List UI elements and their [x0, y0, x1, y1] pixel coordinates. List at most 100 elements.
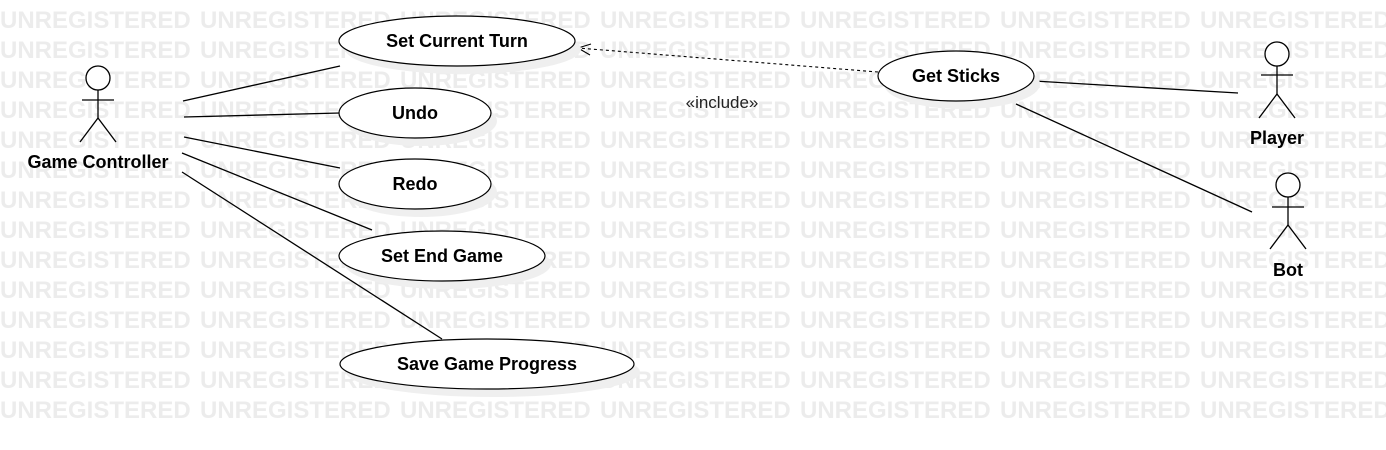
stick-figure-icon [79, 65, 117, 143]
use-case-label: Save Game Progress [397, 354, 577, 374]
watermark-text: UNREGISTERED [0, 157, 191, 184]
use-case-set-end-game[interactable]: Set End Game [338, 230, 551, 289]
watermark-text: UNREGISTERED [600, 7, 791, 34]
watermark-text: UNREGISTERED [800, 7, 991, 34]
watermark-text: UNREGISTERED [600, 277, 791, 304]
watermark-text: UNREGISTERED [600, 127, 791, 154]
watermark-text: UNREGISTERED [1000, 97, 1191, 124]
watermark-text: UNREGISTERED [0, 307, 191, 334]
watermark-text: UNREGISTERED [1000, 217, 1191, 244]
watermark-text: UNREGISTERED [1200, 97, 1386, 124]
actor-game-controller[interactable]: Game Controller [27, 65, 169, 172]
watermark-text: UNREGISTERED [1200, 67, 1386, 94]
watermark-text: UNREGISTERED [800, 397, 991, 424]
watermark-text: UNREGISTERED [400, 397, 591, 424]
watermark-text: UNREGISTERED [600, 187, 791, 214]
watermark-text: UNREGISTERED [200, 67, 391, 94]
watermark-text: UNREGISTERED [0, 97, 191, 124]
watermark-text: UNREGISTERED [0, 7, 191, 34]
use-case-save-game-progress[interactable]: Save Game Progress [339, 338, 640, 397]
watermark-text: UNREGISTERED [0, 37, 191, 64]
watermark-text: UNREGISTERED [1200, 7, 1386, 34]
use-case-label: Redo [393, 174, 438, 194]
association-bot-get-sticks [1015, 103, 1253, 213]
actor-label: Player [1250, 128, 1304, 148]
association-controller-save-game-progress [181, 171, 443, 340]
watermark-text: UNREGISTERED [200, 277, 391, 304]
watermark-text: UNREGISTERED [600, 247, 791, 274]
watermark-text: UNREGISTERED [1200, 397, 1386, 424]
association-controller-set-end-game [181, 152, 373, 231]
actor-player[interactable]: Player [1250, 41, 1304, 148]
watermark-text: UNREGISTERED [1000, 367, 1191, 394]
watermark-text: UNREGISTERED [1000, 157, 1191, 184]
watermark-text: UNREGISTERED [200, 307, 391, 334]
watermark-text: UNREGISTERED [0, 367, 191, 394]
watermark-text: UNREGISTERED [1000, 37, 1191, 64]
use-case-label: Set Current Turn [386, 31, 528, 51]
watermark-text: UNREGISTERED [600, 67, 791, 94]
association-controller-undo [183, 112, 341, 118]
watermark-text: UNREGISTERED [600, 97, 791, 124]
watermark-text: UNREGISTERED [1200, 247, 1386, 274]
watermark-text: UNREGISTERED [1000, 307, 1191, 334]
watermark-text: UNREGISTERED [800, 367, 991, 394]
use-case-label: Get Sticks [912, 66, 1000, 86]
watermark-text: UNREGISTERED [800, 337, 991, 364]
use-case-label: Undo [392, 103, 438, 123]
association-player-get-sticks [1033, 80, 1239, 94]
watermark-text: UNREGISTERED [200, 397, 391, 424]
use-case-undo[interactable]: Undo [338, 87, 497, 146]
watermark-text: UNREGISTERED [0, 187, 191, 214]
include-stereotype-label: «include» [686, 93, 759, 112]
watermark-text: UNREGISTERED [600, 397, 791, 424]
watermark-text: UNREGISTERED [800, 187, 991, 214]
watermark-text: UNREGISTERED [1200, 337, 1386, 364]
watermark-text: UNREGISTERED [1000, 397, 1191, 424]
watermark-text: UNREGISTERED [1200, 307, 1386, 334]
use-case-set-current-turn[interactable]: Set Current Turn [338, 15, 581, 74]
watermark-text: UNREGISTERED [600, 217, 791, 244]
watermark-text: UNREGISTERED [1000, 337, 1191, 364]
use-case-label: Set End Game [381, 246, 503, 266]
watermark-text: UNREGISTERED [0, 127, 191, 154]
stick-figure-icon [1269, 172, 1307, 250]
watermark-text: UNREGISTERED [1000, 7, 1191, 34]
watermark-text: UNREGISTERED [1200, 367, 1386, 394]
watermark-text: UNREGISTERED [0, 247, 191, 274]
association-controller-set-current-turn [182, 65, 341, 102]
watermark-layer: UNREGISTERED UNREGISTERED UNREGISTERED UNRE… [0, 7, 1386, 424]
watermark-text: UNREGISTERED [800, 217, 991, 244]
associations [181, 65, 1253, 340]
watermark-text: UNREGISTERED [800, 157, 991, 184]
watermark-text: UNREGISTERED [800, 307, 991, 334]
watermark-text: UNREGISTERED [0, 337, 191, 364]
include-relationship: «include» [576, 43, 879, 112]
watermark-text: UNREGISTERED [1200, 217, 1386, 244]
actor-bot[interactable]: Bot [1269, 172, 1307, 280]
watermark-text: UNREGISTERED [1000, 277, 1191, 304]
watermark-text: UNREGISTERED [800, 247, 991, 274]
use-case-get-sticks[interactable]: Get Sticks [877, 50, 1040, 109]
actor-label: Bot [1273, 260, 1303, 280]
watermark-text: UNREGISTERED [1000, 187, 1191, 214]
association-controller-redo [183, 136, 341, 169]
watermark-text: UNREGISTERED [400, 307, 591, 334]
include-dashed-line [577, 47, 879, 73]
watermark-text: UNREGISTERED [0, 217, 191, 244]
watermark-text: UNREGISTERED [1200, 37, 1386, 64]
watermark-text: UNREGISTERED [1200, 127, 1386, 154]
watermark-text: UNREGISTERED [800, 277, 991, 304]
watermark-text: UNREGISTERED [0, 397, 191, 424]
actor-label: Game Controller [27, 152, 168, 172]
use-case-redo[interactable]: Redo [338, 158, 497, 217]
watermark-text: UNREGISTERED [200, 217, 391, 244]
watermark-text: UNREGISTERED [1000, 247, 1191, 274]
watermark-text: UNREGISTERED [800, 127, 991, 154]
watermark-text: UNREGISTERED [600, 37, 791, 64]
stick-figure-icon [1258, 41, 1296, 119]
watermark-text: UNREGISTERED [0, 277, 191, 304]
watermark-text: UNREGISTERED [1200, 277, 1386, 304]
watermark-text: UNREGISTERED [600, 157, 791, 184]
